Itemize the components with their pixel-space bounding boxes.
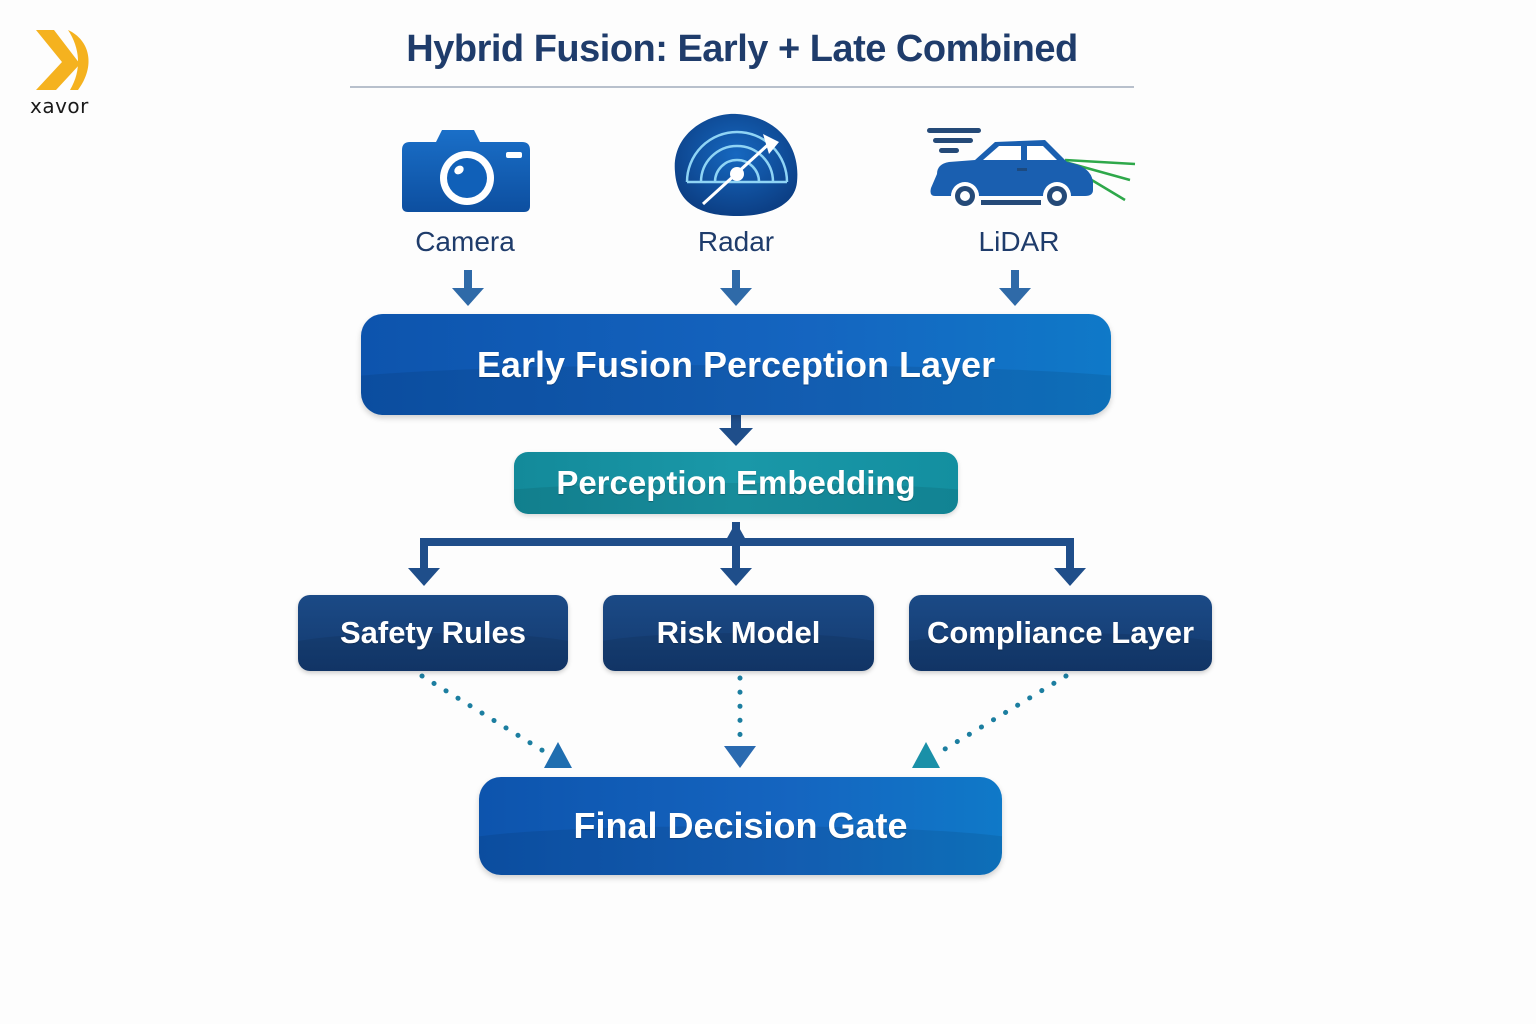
risk-model-label: Risk Model: [656, 615, 821, 650]
camera-arrow: [452, 270, 484, 306]
radar-label: Radar: [697, 226, 775, 257]
logo-text: xavor: [30, 94, 89, 118]
gate-arrow-right: [912, 742, 940, 768]
xavor-logo-icon: [36, 30, 89, 90]
lidar-label: LiDAR: [978, 226, 1060, 257]
early-to-embedding-arrow: [719, 414, 753, 446]
risk-model-box: Risk Model: [603, 595, 874, 671]
compliance-layer-label: Compliance Layer: [926, 615, 1195, 650]
final-decision-gate-label: Final Decision Gate: [573, 805, 908, 846]
final-decision-gate: Final Decision Gate: [479, 777, 1002, 875]
compliance-layer-box: Compliance Layer: [909, 595, 1212, 671]
lidar-arrow: [999, 270, 1031, 306]
perception-embedding-box: Perception Embedding: [514, 452, 958, 514]
lidar-car-icon: [927, 128, 1136, 210]
early-fusion-layer: Early Fusion Perception Layer: [361, 314, 1111, 415]
early-fusion-label: Early Fusion Perception Layer: [476, 343, 996, 385]
camera-icon: [402, 130, 530, 212]
radar-arrow: [720, 270, 752, 306]
dotted-compliance-to-gate: [937, 673, 1069, 755]
arrow-to-risk: [720, 568, 752, 586]
branch-connector: [408, 522, 1086, 586]
camera-label: Camera: [415, 226, 515, 257]
diagram-title: Hybrid Fusion: Early + Late Combined: [406, 28, 1078, 70]
arrow-to-safety: [408, 568, 440, 586]
dotted-safety-to-gate: [419, 673, 548, 755]
gate-arrow-left: [544, 742, 572, 768]
safety-rules-label: Safety Rules: [339, 615, 527, 650]
gate-arrow-center: [724, 746, 756, 768]
arrow-to-compliance: [1054, 568, 1086, 586]
safety-rules-box: Safety Rules: [298, 595, 568, 671]
title-divider: [350, 86, 1134, 88]
perception-embedding-label: Perception Embedding: [556, 464, 916, 501]
radar-icon: [674, 113, 798, 216]
